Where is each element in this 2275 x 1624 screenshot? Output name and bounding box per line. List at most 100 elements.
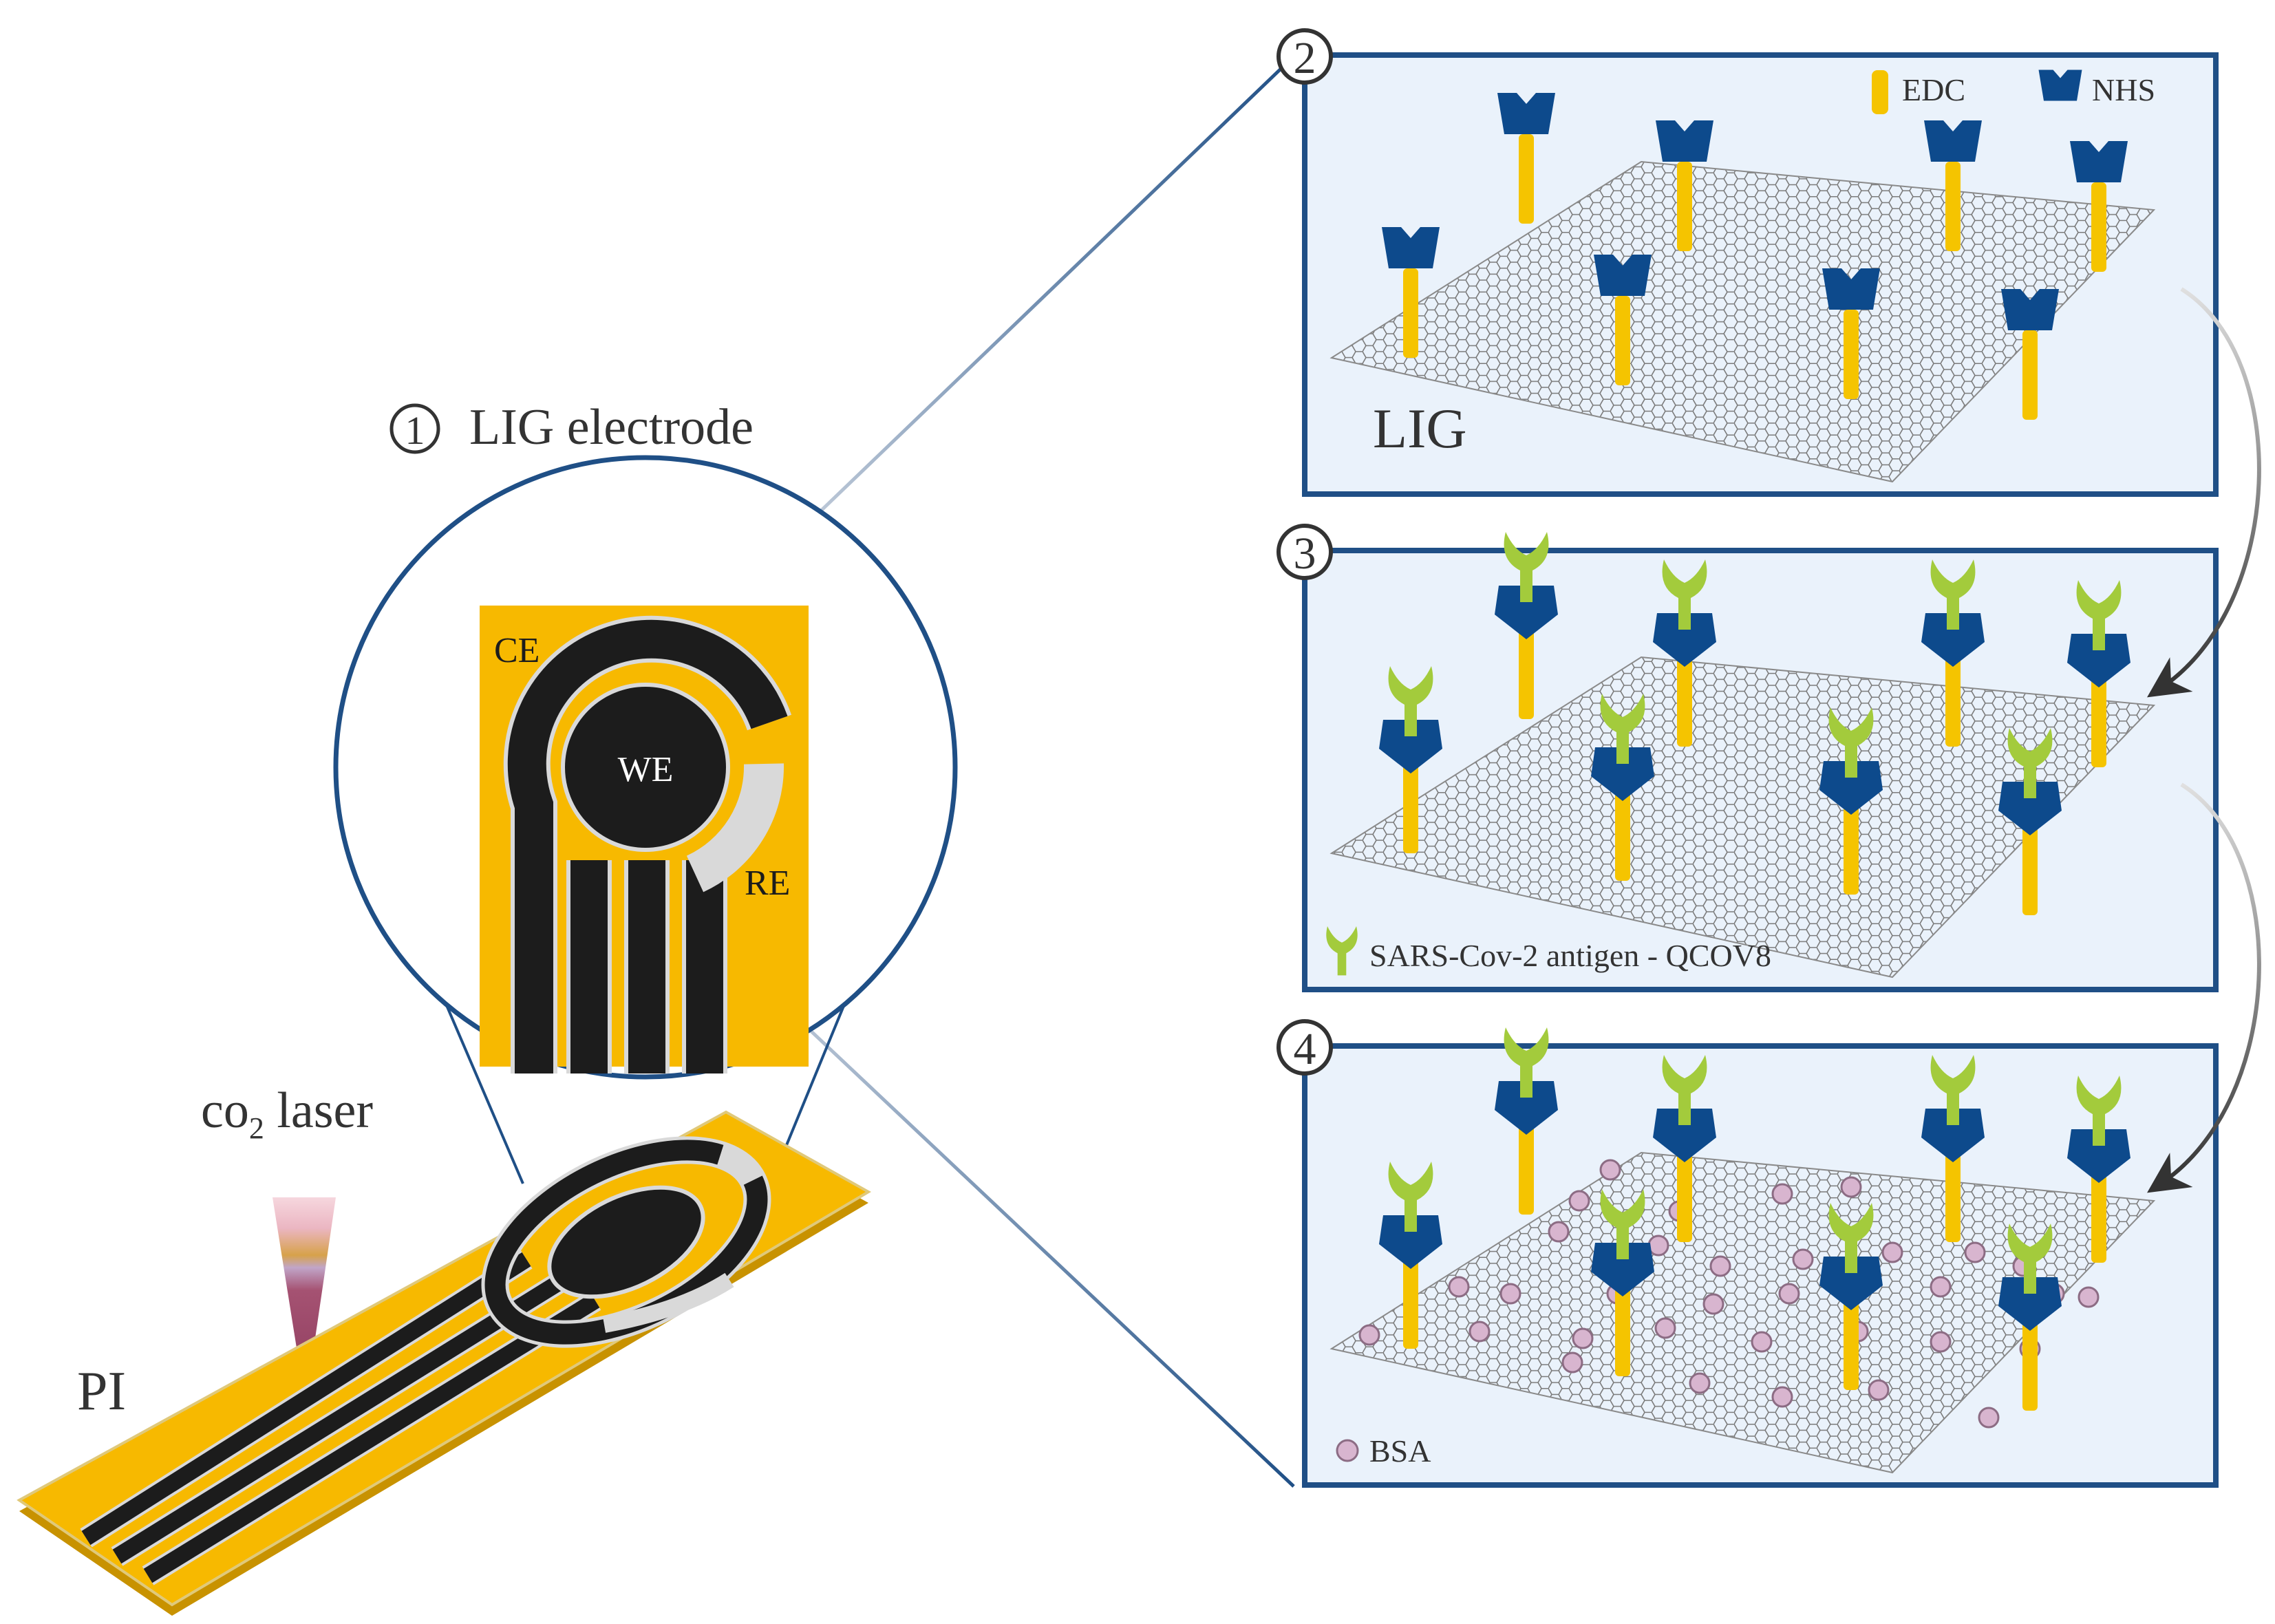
bsa-sphere (1771, 1183, 1793, 1205)
edc-linker (1844, 310, 1859, 399)
linker-molecule (2001, 289, 2059, 420)
bsa-sphere (1881, 1241, 1903, 1263)
zoom-line-top (728, 55, 1295, 600)
edc-linker (2022, 826, 2038, 915)
edc-linker (1615, 791, 1630, 881)
panel-step-2: 2 EDC NHS LIG (1277, 28, 2219, 497)
linker-molecule (1998, 1224, 2062, 1411)
edc-linker (1844, 1301, 1859, 1390)
bsa-sphere (1358, 1324, 1380, 1346)
linker-group-3 (1379, 532, 2130, 915)
label-we: WE (618, 750, 674, 789)
linker-molecule (1998, 728, 2062, 915)
bsa-sphere (1561, 1351, 1583, 1374)
linker-molecule (1382, 227, 1440, 358)
bsa-sphere (1771, 1386, 1793, 1408)
bsa-sphere (1751, 1331, 1773, 1353)
substrate-label: PI (77, 1361, 126, 1422)
pi-electrode-strip: PI (17, 1110, 872, 1616)
linker-group-4 (1379, 1027, 2130, 1411)
flow-arrows (2147, 287, 2261, 1193)
bsa-sphere (1978, 1407, 2000, 1429)
step-number-3: 3 (1294, 528, 1316, 579)
bsa-sphere (1964, 1241, 1986, 1263)
edc-linker (1519, 1125, 1534, 1215)
linker-molecule (1819, 707, 1883, 895)
reference-electrode-trace (686, 763, 784, 893)
laser-beam-icon (273, 1197, 336, 1404)
linker-molecule (2067, 1076, 2130, 1263)
edc-linker (1945, 657, 1961, 747)
edc-linker (1945, 162, 1961, 251)
bsa-sphere (1840, 1176, 1862, 1198)
bsa-sphere (1448, 1276, 1470, 1298)
bsa-sphere (1572, 1327, 1594, 1349)
edc-linker (1403, 1259, 1418, 1349)
bsa-sphere (1709, 1255, 1731, 1277)
legend-antigen-label: SARS-Cov-2 antigen - QCOV8 (1369, 938, 1771, 973)
edc-linker (1945, 1153, 1961, 1242)
edc-linker (2022, 330, 2038, 420)
step-badge-2 (1277, 28, 1333, 85)
surface-label-lig: LIG (1373, 397, 1467, 460)
linker-molecule (1924, 120, 1982, 251)
label-re: RE (745, 864, 790, 903)
linker-molecule (1379, 1162, 1442, 1349)
linker-molecule (1495, 1027, 1558, 1215)
step-number-2: 2 (1294, 33, 1316, 83)
working-electrode-disc (561, 683, 730, 852)
bsa-sphere (1468, 1321, 1491, 1343)
panel-step-4: 4 BSA (1277, 1019, 2219, 1488)
edc-linker (2091, 182, 2106, 272)
edc-linker (2022, 1321, 2038, 1411)
bsa-sphere (2078, 1286, 2100, 1308)
bsa-sphere (1599, 1159, 1621, 1181)
legend-nhs-label: NHS (2092, 72, 2155, 107)
laser-label: co2 laser (201, 1082, 373, 1145)
re-arc-strip (602, 1272, 734, 1333)
linker-group-2 (1382, 93, 2128, 420)
step-number-4: 4 (1294, 1024, 1316, 1074)
legend-edc-label: EDC (1902, 72, 1965, 107)
bsa-sphere-icon (1336, 1439, 1359, 1462)
linker-molecule (1656, 120, 1713, 251)
linker-molecule (1921, 1055, 1985, 1242)
edc-linker (2091, 678, 2106, 767)
bsa-sphere (1499, 1283, 1521, 1305)
linker-molecule (1822, 268, 1880, 399)
electrode-title-text: LIG electrode (469, 399, 754, 456)
co2-laser: co2 laser (201, 1082, 373, 1404)
edc-linker (1844, 805, 1859, 895)
edc-linker (1519, 134, 1534, 224)
edc-linker (2091, 1173, 2106, 1263)
linker-molecule (2070, 141, 2128, 272)
edc-linker (1519, 630, 1534, 719)
edc-linker (1615, 1287, 1630, 1376)
bsa-sphere (1778, 1283, 1800, 1305)
edc-linker (1677, 657, 1692, 747)
linker-molecule (1653, 1055, 1716, 1242)
edc-linker (1677, 1153, 1692, 1242)
we-disc-strip (547, 1185, 705, 1299)
linker-molecule (1591, 694, 1654, 881)
label-ce: CE (494, 631, 540, 670)
linker-molecule (1379, 666, 1442, 853)
linker-molecule (1495, 532, 1558, 719)
bsa-sphere (1930, 1276, 1952, 1298)
linker-molecule (2067, 580, 2130, 767)
flow-arrow-3-to-4 (2147, 782, 2261, 1193)
step-badge-4 (1277, 1019, 1333, 1076)
edc-linker (1403, 268, 1418, 358)
bsa-sphere (1654, 1317, 1676, 1339)
linker-molecule (1594, 255, 1652, 385)
flow-arrow-2-to-3 (2147, 287, 2261, 698)
cone-line-left (439, 990, 524, 1184)
legend-bsa-label: BSA (1369, 1433, 1431, 1468)
step-number-1: 1 (405, 408, 425, 453)
step-badge-1 (389, 403, 440, 454)
linker-molecule (1497, 93, 1555, 224)
bsa-sphere (1868, 1379, 1890, 1401)
panel-step-3: 3 SARS-Cov-2 antigen - QCOV8 (1277, 524, 2219, 992)
bsa-sphere (1548, 1221, 1570, 1243)
